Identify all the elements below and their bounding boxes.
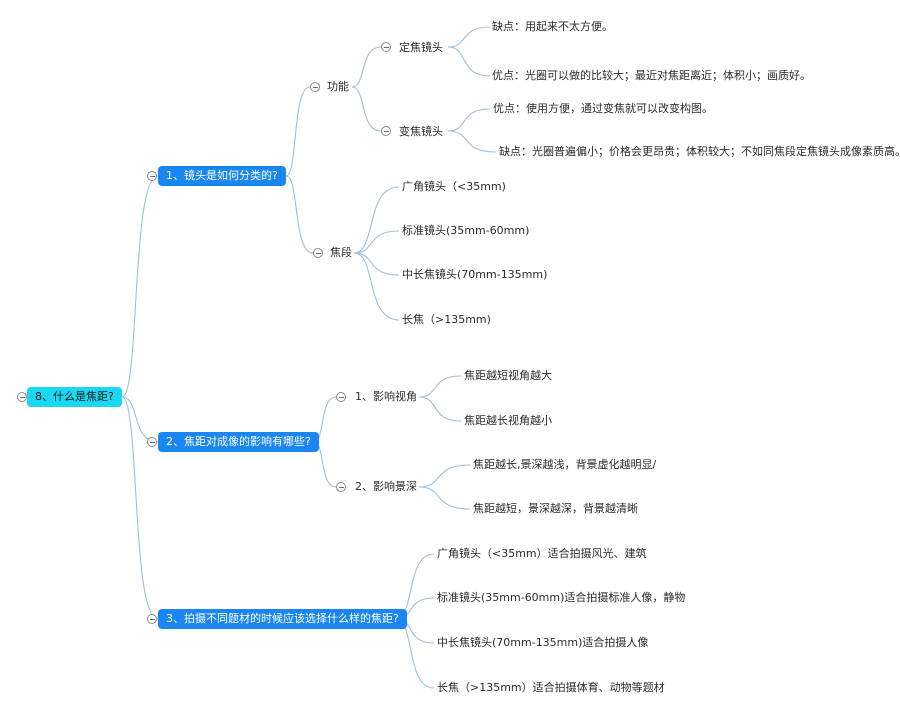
connector-line xyxy=(121,175,159,398)
connector-line xyxy=(418,464,471,488)
connector-line xyxy=(447,130,497,153)
collapse-toggle-icon[interactable] xyxy=(336,482,346,492)
view-angle-item[interactable]: 焦距越短视角越大 xyxy=(464,369,552,382)
topic-lens-classification[interactable]: 1、镜头是如何分类的? xyxy=(158,166,286,186)
subtopic-function[interactable]: 功能 xyxy=(327,80,349,93)
collapse-toggle-icon[interactable] xyxy=(17,392,27,402)
connector-line xyxy=(121,396,159,620)
subject-focal-item[interactable]: 标准镜头(35mm-60mm)适合拍摄标准人像，静物 xyxy=(437,591,686,604)
connector-line xyxy=(121,396,159,443)
subject-focal-item[interactable]: 长焦（>135mm）适合拍摄体育、动物等题材 xyxy=(437,681,665,694)
focal-range-item[interactable]: 中长焦镜头(70mm-135mm) xyxy=(402,268,548,281)
connector-line xyxy=(418,375,462,398)
connector-line xyxy=(418,486,471,510)
depth-of-field-item[interactable]: 焦距越短，景深越深，背景越清晰 xyxy=(473,502,638,515)
subtopic-focal-range[interactable]: 焦段 xyxy=(330,246,352,259)
zoom-lens-cons[interactable]: 缺点：光圈普遍偏小；价格会更昂贵；体积较大；不如同焦段定焦镜头成像素质高。 xyxy=(499,145,900,158)
connector-line xyxy=(353,252,400,321)
connector-line xyxy=(285,86,311,177)
focal-range-item[interactable]: 长焦（>135mm) xyxy=(402,313,491,326)
connector-line xyxy=(447,108,491,132)
connector-line xyxy=(418,396,462,422)
connector-line xyxy=(351,46,382,88)
connector-line xyxy=(285,175,314,254)
topic-subject-focal[interactable]: 3、拍摄不同题材的时候应该选择什么样的焦距? xyxy=(158,609,407,629)
connector-line xyxy=(353,252,400,276)
connector-line xyxy=(351,86,382,132)
collapse-toggle-icon[interactable] xyxy=(381,42,391,52)
topic-focal-effect[interactable]: 2、焦距对成像的影响有哪些? xyxy=(158,432,319,452)
collapse-toggle-icon[interactable] xyxy=(310,82,320,92)
connector-line xyxy=(353,230,400,254)
focal-range-item[interactable]: 广角镜头（<35mm) xyxy=(402,180,506,193)
connector-line xyxy=(447,26,491,48)
depth-of-field-item[interactable]: 焦距越长,景深越浅，背景虚化越明显/ xyxy=(473,458,657,471)
subtopic-prime-lens[interactable]: 定焦镜头 xyxy=(399,41,443,54)
subtopic-view-angle[interactable]: 1、影响视角 xyxy=(355,390,417,403)
subject-focal-item[interactable]: 广角镜头（<35mm）适合拍摄风光、建筑 xyxy=(437,547,647,560)
subtopic-depth-of-field[interactable]: 2、影响景深 xyxy=(355,480,417,493)
connector-line xyxy=(447,46,491,77)
connector-line xyxy=(353,186,400,254)
collapse-toggle-icon[interactable] xyxy=(147,437,157,447)
prime-lens-cons[interactable]: 缺点：用起来不太方便。 xyxy=(492,20,613,33)
root-topic[interactable]: 8、什么是焦距? xyxy=(27,387,122,407)
collapse-toggle-icon[interactable] xyxy=(147,171,157,181)
connector-line xyxy=(395,618,435,689)
collapse-toggle-icon[interactable] xyxy=(147,614,157,624)
collapse-toggle-icon[interactable] xyxy=(381,126,391,136)
zoom-lens-pros[interactable]: 优点：使用方便，通过变焦就可以改变构图。 xyxy=(493,102,713,115)
focal-range-item[interactable]: 标准镜头(35mm-60mm) xyxy=(402,224,530,237)
prime-lens-pros[interactable]: 优点：光圈可以做的比较大；最近对焦距离近；体积小；画质好。 xyxy=(492,69,811,82)
subtopic-zoom-lens[interactable]: 变焦镜头 xyxy=(399,125,443,138)
collapse-toggle-icon[interactable] xyxy=(336,392,346,402)
view-angle-item[interactable]: 焦距越长视角越小 xyxy=(464,414,552,427)
subject-focal-item[interactable]: 中长焦镜头(70mm-135mm)适合拍摄人像 xyxy=(437,636,649,649)
collapse-toggle-icon[interactable] xyxy=(313,248,323,258)
